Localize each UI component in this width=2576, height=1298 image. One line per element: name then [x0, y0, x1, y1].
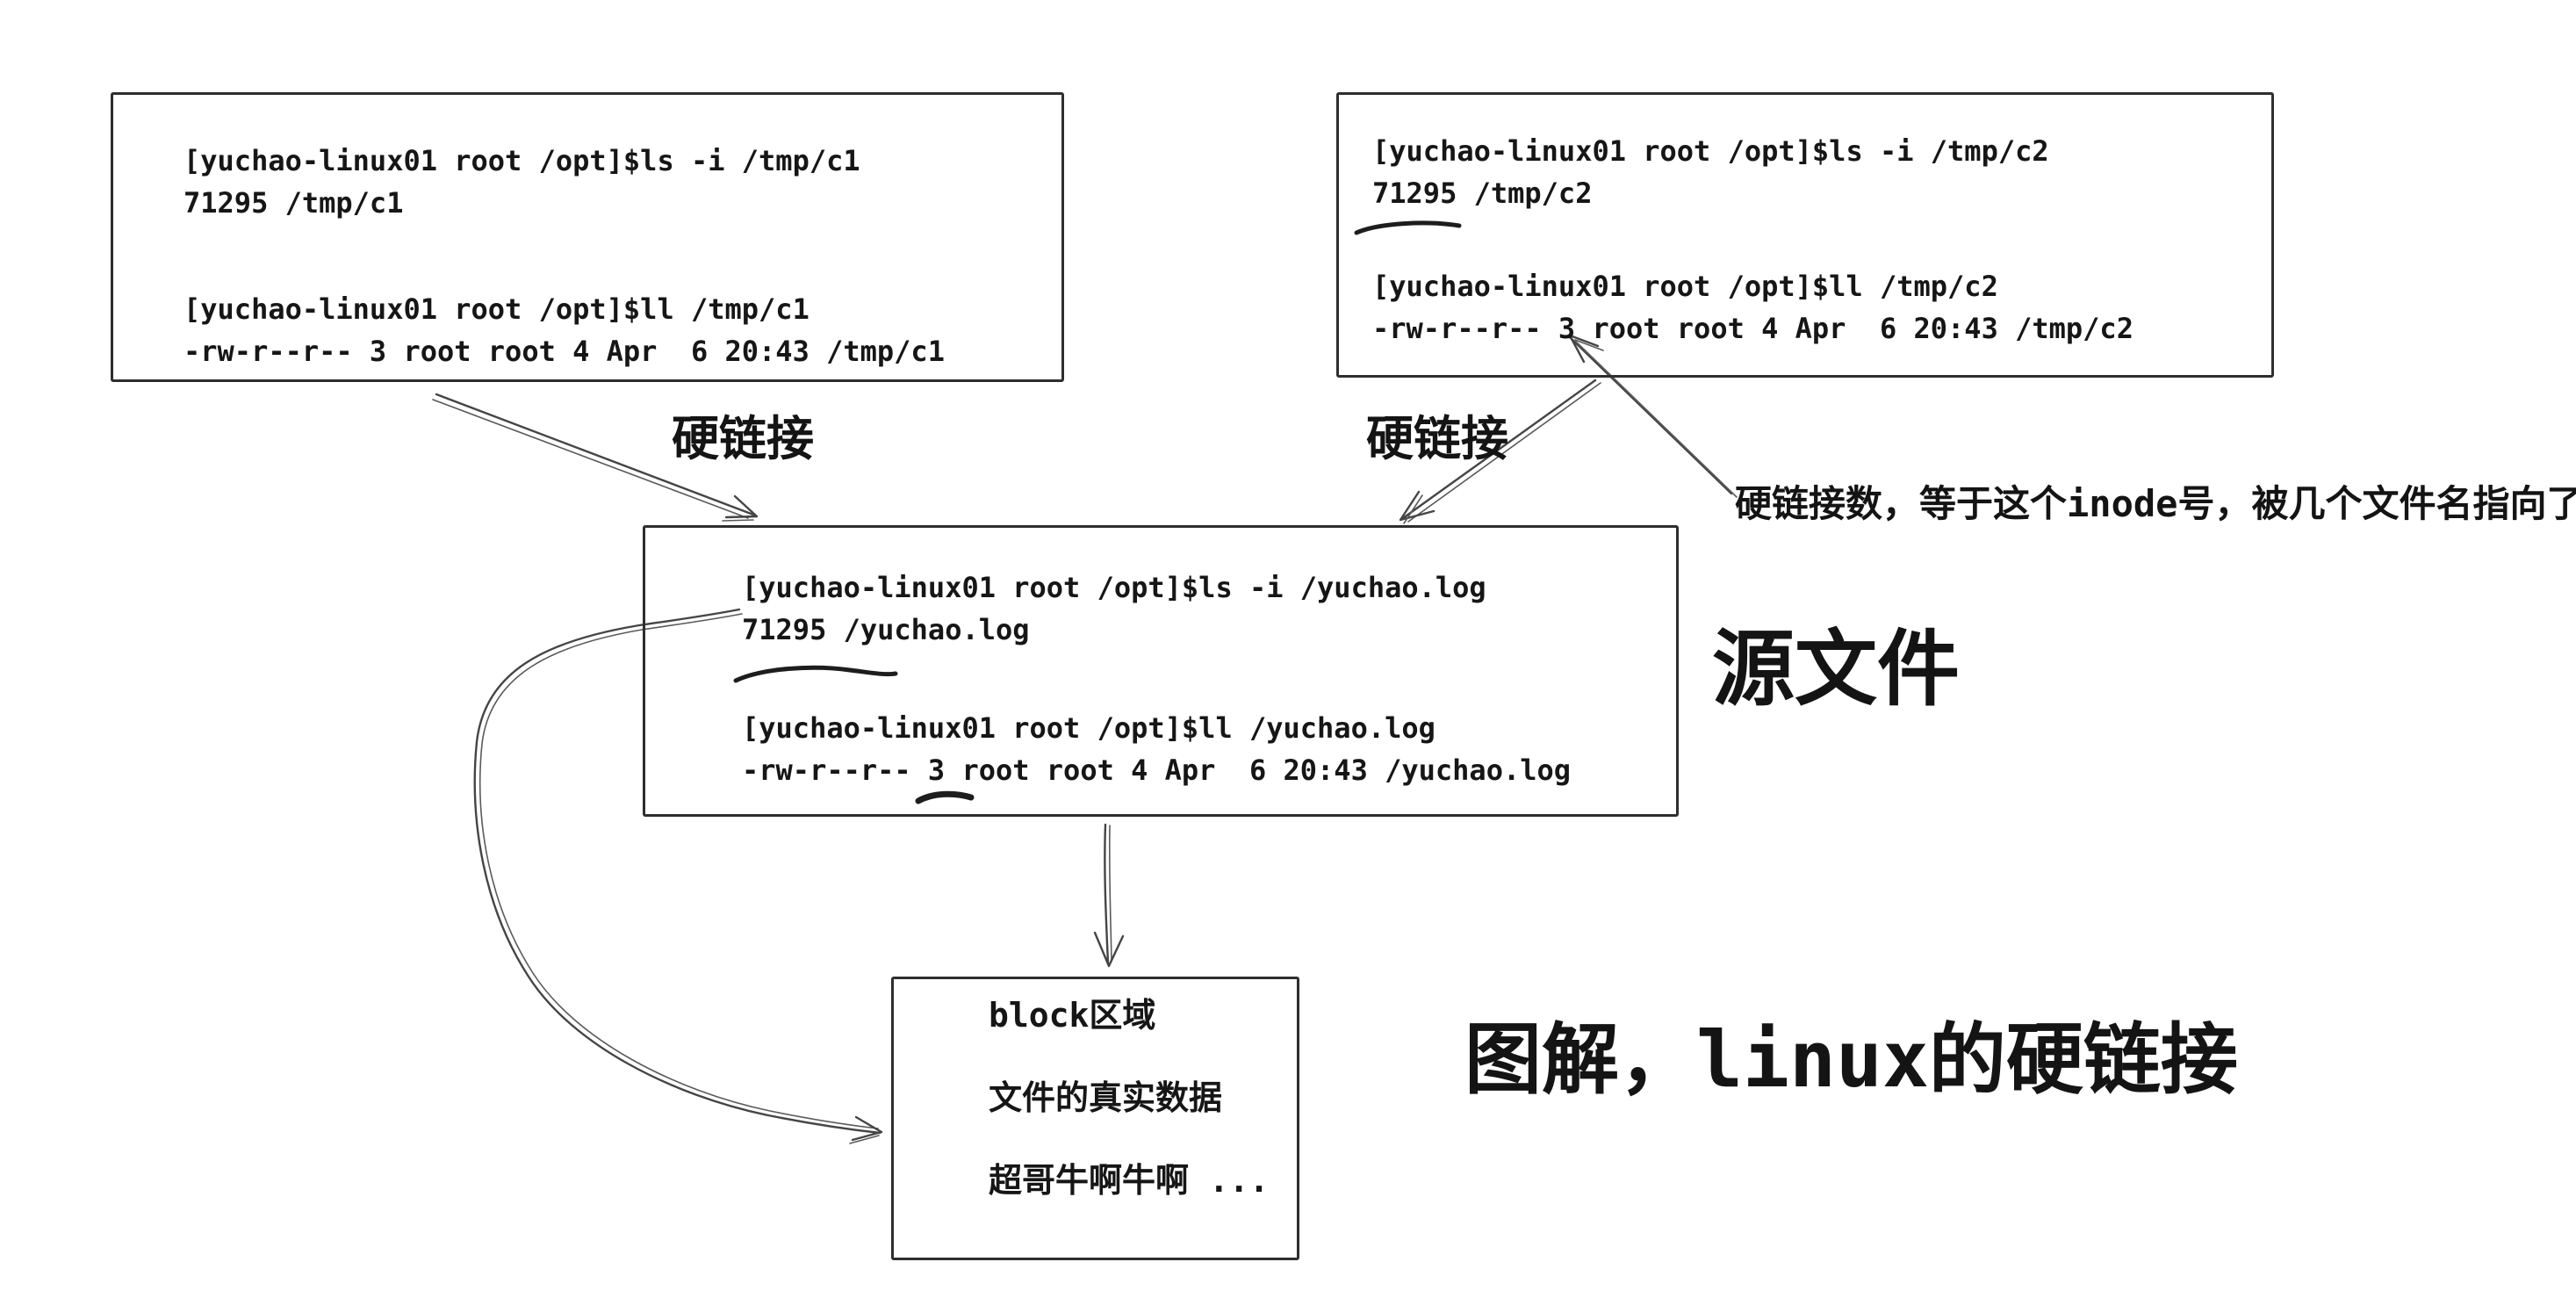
- terminal-box-tmp-c2: [yuchao-linux01 root /opt]$ls -i /tmp/c2…: [1336, 92, 2274, 378]
- block-area-line: 文件的真实数据: [989, 1078, 1223, 1117]
- block-area-line: 超哥牛啊牛啊 ...: [989, 1161, 1270, 1200]
- source-file-label: 源文件: [1712, 623, 1961, 715]
- title-text-linux: linux: [1696, 1014, 1929, 1105]
- terminal-line: [yuchao-linux01 root /opt]$ls -i /tmp/c1: [183, 144, 860, 177]
- terminal-line: [yuchao-linux01 root /opt]$ll /yuchao.lo…: [742, 711, 1436, 745]
- terminal-line: [yuchao-linux01 root /opt]$ls -i /yuchao…: [742, 571, 1486, 604]
- terminal-line: 71295 /tmp/c2: [1372, 177, 1593, 210]
- terminal-box-tmp-c1: [yuchao-linux01 root /opt]$ls -i /tmp/c1…: [111, 92, 1064, 382]
- terminal-line: -rw-r--r-- 3 root root 4 Apr 6 20:43 /tm…: [183, 335, 945, 368]
- linkcount-annotation: 硬链接数，等于这个inode号，被几个文件名指向了: [1735, 482, 2576, 526]
- annotation-text-inode: inode: [2067, 482, 2178, 525]
- title-text-post: 的硬链接: [1928, 1016, 2238, 1103]
- title-text-pre: 图解，: [1464, 1016, 1697, 1103]
- terminal-line: 71295 /yuchao.log: [742, 613, 1030, 646]
- terminal-line: [yuchao-linux01 root /opt]$ll /tmp/c1: [183, 292, 809, 326]
- terminal-line: -rw-r--r-- 3 root root 4 Apr 6 20:43 /tm…: [1372, 312, 2133, 345]
- annotation-text-pre: 硬链接数，等于这个: [1735, 483, 2068, 524]
- hardlink-label-right: 硬链接: [1366, 413, 1508, 465]
- annotation-text-post: 号，被几个文件名指向了: [2177, 483, 2576, 524]
- terminal-line: [yuchao-linux01 root /opt]$ls -i /tmp/c2: [1372, 134, 2049, 168]
- terminal-box-source-file: [yuchao-linux01 root /opt]$ls -i /yuchao…: [643, 525, 1679, 817]
- arrow-source-to-block: [1093, 823, 1125, 968]
- block-area-line: block区域: [989, 996, 1156, 1035]
- terminal-line: 71295 /tmp/c1: [183, 186, 404, 220]
- diagram-title: 图解，linux的硬链接: [1464, 1017, 2238, 1103]
- hardlink-label-left: 硬链接: [672, 413, 814, 465]
- block-area-box: block区域 文件的真实数据 超哥牛啊牛啊 ...: [891, 977, 1299, 1260]
- terminal-line: -rw-r--r-- 3 root root 4 Apr 6 20:43 /yu…: [742, 754, 1572, 787]
- terminal-line: [yuchao-linux01 root /opt]$ll /tmp/c2: [1372, 270, 1998, 303]
